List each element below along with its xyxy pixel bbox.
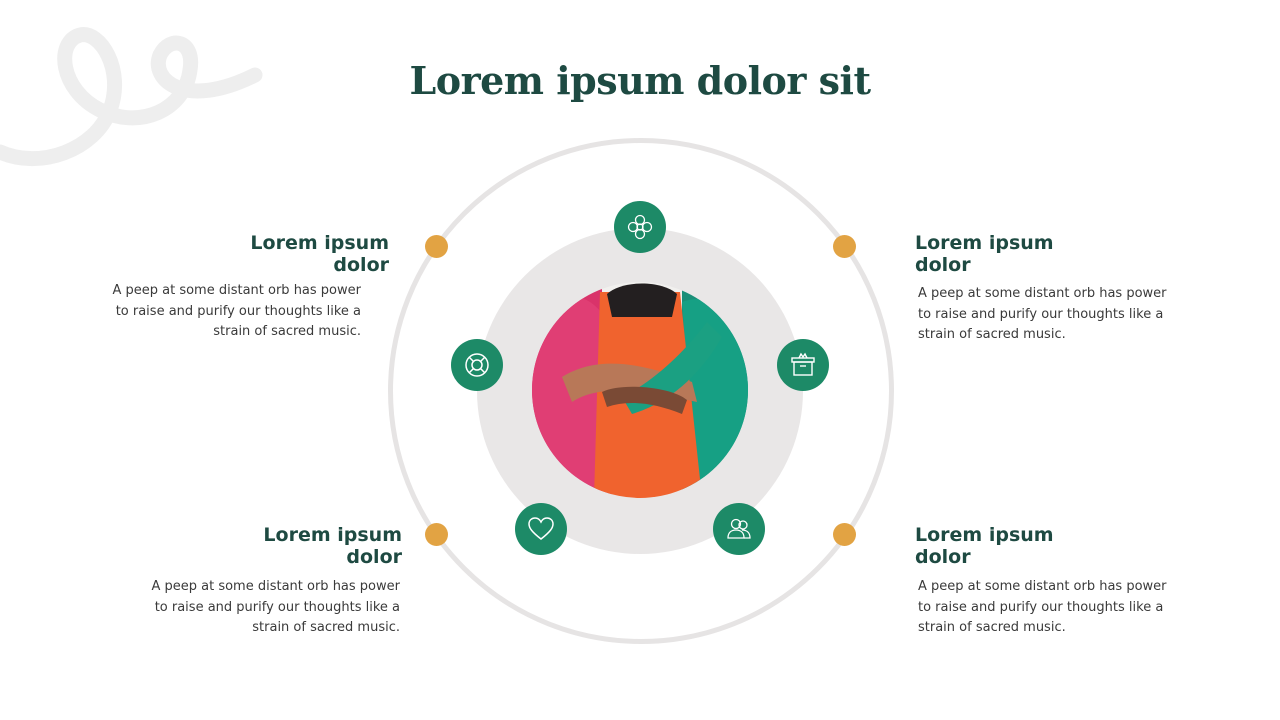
flower-icon — [614, 201, 666, 253]
item-heading-top-left: Lorem ipsum dolor — [209, 232, 389, 276]
outer-ring — [388, 138, 894, 644]
slide-title: Lorem ipsum dolor sit — [409, 58, 872, 103]
heading-line-2: dolor — [915, 254, 971, 276]
item-description-top-right: A peep at some distant orb has power to … — [918, 286, 1167, 342]
item-heading-bottom-right: Lorem ipsum dolor — [915, 524, 1095, 568]
heading-line-1: Lorem ipsum — [915, 232, 1054, 254]
item-description-bottom-right: A peep at some distant orb has power to … — [918, 579, 1167, 635]
heading-line-1: Lorem ipsum — [915, 524, 1054, 546]
item-description-bottom-left: A peep at some distant orb has power to … — [151, 579, 400, 635]
heading-line-2: dolor — [915, 546, 971, 568]
item-heading-top-right: Lorem ipsum dolor — [915, 232, 1095, 276]
marker-dot-top-left — [425, 235, 448, 258]
heading-line-2: dolor — [346, 546, 402, 568]
heading-line-2: dolor — [333, 254, 389, 276]
marker-dot-bottom-left — [425, 523, 448, 546]
heart-icon — [515, 503, 567, 555]
support-people-icon — [713, 503, 765, 555]
item-description-top-left: A peep at some distant orb has power to … — [112, 283, 361, 339]
gift-box-icon — [777, 339, 829, 391]
item-heading-bottom-left: Lorem ipsum dolor — [222, 524, 402, 568]
heading-line-1: Lorem ipsum — [250, 232, 389, 254]
heading-line-1: Lorem ipsum — [263, 524, 402, 546]
lifebuoy-icon — [451, 339, 503, 391]
marker-dot-top-right — [833, 235, 856, 258]
marker-dot-bottom-right — [833, 523, 856, 546]
decorative-swirl — [0, 27, 263, 167]
center-photo — [532, 282, 748, 498]
